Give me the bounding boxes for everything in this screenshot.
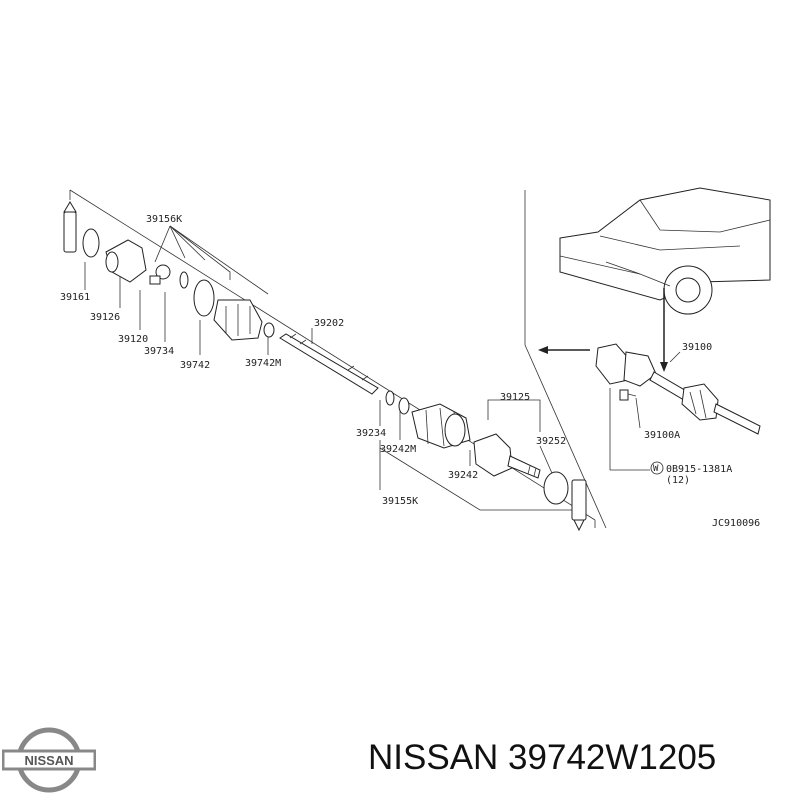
leader-lines [69,189,607,529]
label-39742: 39742 [180,360,210,371]
label-39734: 39734 [144,346,174,357]
band-39242 [444,413,466,447]
band-39742 [193,279,215,317]
arrow-head-left [538,346,548,354]
label-39100a: 39100A [644,430,680,441]
part-caption: NISSAN 39742W1205 [368,738,716,778]
brand-name: NISSAN [368,738,499,777]
boot-left [213,299,263,341]
label-39125: 39125 [500,392,530,403]
logo-text: NISSAN [24,753,73,768]
bolt-symbol: W [653,464,659,474]
diagram-code: JC910096 [712,518,760,529]
car-illustration [559,187,771,315]
bolt-callout: W 0B915-1381A (12) [650,461,732,486]
washer-symbol-icon [650,461,664,475]
label-39234: 39234 [356,428,386,439]
shaft-assembly-39100 [595,343,761,435]
label-39156k: 39156K [146,214,182,225]
label-39252: 39252 [536,436,566,447]
part-number: 39742W1205 [508,738,717,777]
label-39126: 39126 [90,312,120,323]
label-39202: 39202 [314,318,344,329]
clip-39234 [385,390,395,406]
label-39742m: 39742M [245,358,281,369]
label-39242: 39242 [448,470,478,481]
grease-tube-left [63,201,77,253]
label-bolt-qty: (12) [666,475,690,486]
label-39120: 39120 [118,334,148,345]
grease-tube-right [571,479,587,532]
label-39242m: 39242M [380,444,416,455]
housing-39126 [105,239,147,283]
joint-39125 [473,433,541,479]
label-bolt-code: 0B915-1381A [666,464,732,475]
shaft-39202 [279,333,379,395]
arrow-head-down [660,362,668,372]
label-39161: 39161 [60,292,90,303]
band-39742m [263,322,275,338]
spider-39120 [149,264,171,285]
clip-39734 [179,271,189,289]
ring-39161 [82,228,100,258]
bolt-39100a [619,389,637,401]
label-39155k: 39155K [382,496,418,507]
seal-39252 [543,471,569,505]
band-39242m [398,397,410,415]
label-39100: 39100 [682,342,712,353]
nissan-logo: NISSAN [2,727,96,793]
